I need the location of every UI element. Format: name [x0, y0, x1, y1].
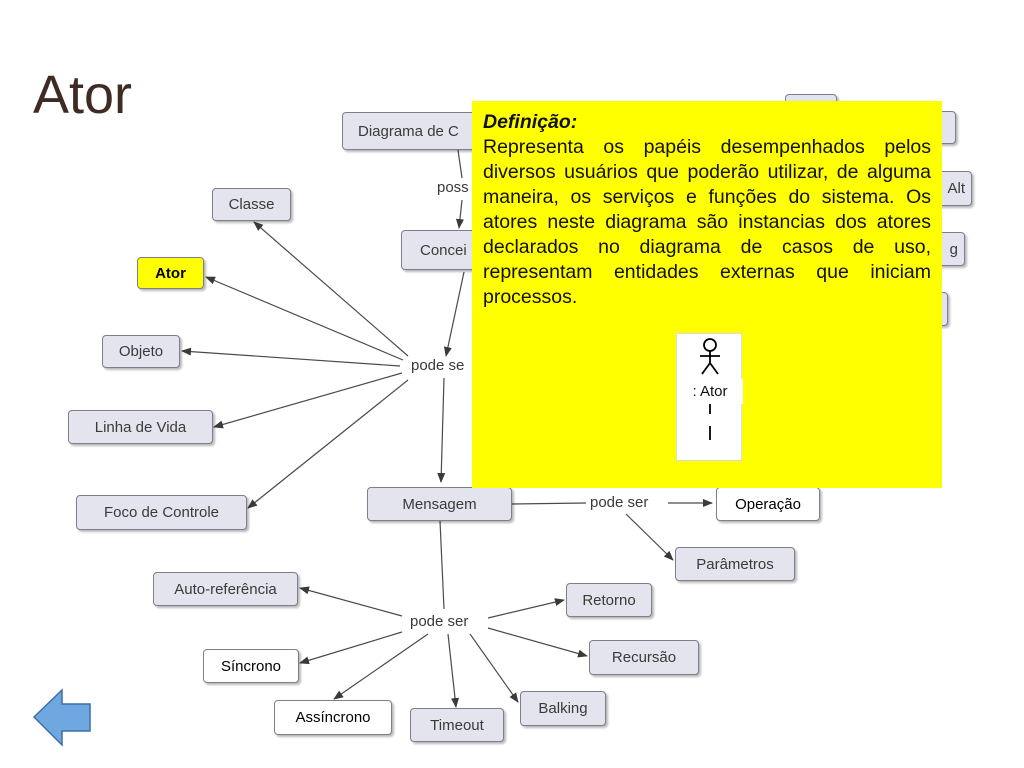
popup-body: Representa os papéis desempenhados pelos… — [483, 136, 931, 308]
edge-podeser3-sincrono — [299, 631, 403, 665]
node-balking[interactable]: Balking — [520, 691, 606, 726]
node-timeout[interactable]: Timeout — [410, 708, 504, 742]
edge-diagrama-possui — [457, 149, 463, 179]
node-mensagem[interactable]: Mensagem — [367, 487, 512, 521]
edge-podeser3-timeout — [447, 633, 459, 708]
label-pode-ser-2: pode ser — [588, 494, 651, 511]
label-pode-ser-3: pode ser — [408, 613, 471, 630]
edge-podeser3-retorno — [487, 598, 565, 619]
node-classe[interactable]: Classe — [212, 188, 291, 221]
label-possui: poss — [435, 179, 471, 196]
edge-mensagem-podeser3 — [439, 520, 445, 610]
edge-podeser-foco — [247, 379, 409, 509]
node-parametros[interactable]: Parâmetros — [675, 547, 795, 581]
edge-possui-conceito — [455, 199, 464, 229]
edge-podeser2-parametros — [625, 513, 674, 561]
edge-podeser-linhadevida — [213, 372, 403, 429]
actor-image: : Ator — [676, 333, 743, 461]
node-foco-de-controle[interactable]: Foco de Controle — [76, 495, 247, 530]
node-linha-de-vida[interactable]: Linha de Vida — [68, 410, 213, 444]
node-assincrono[interactable]: Assíncrono — [274, 700, 392, 735]
node-operacao[interactable]: Operação — [716, 487, 820, 521]
popup-heading: Definição: — [483, 111, 578, 133]
node-ator[interactable]: Ator — [137, 257, 204, 289]
edge-podeser-mensagem — [437, 377, 446, 483]
edge-podeser3-recursao — [487, 627, 588, 658]
left-arrow-icon[interactable] — [32, 688, 92, 748]
node-sincrono[interactable]: Síncrono — [203, 649, 299, 683]
edge-podeser-ator — [205, 276, 404, 361]
edge-podeser-classe — [253, 221, 409, 357]
definition-popup: Definição: Representa os papéis desempen… — [472, 101, 942, 488]
node-recursao[interactable]: Recursão — [589, 640, 699, 675]
edge-mensagem-podeser2 — [511, 502, 587, 505]
label-pode-ser-1: pode se — [409, 357, 467, 374]
actor-image-label: : Ator — [677, 379, 743, 404]
node-diagrama[interactable]: Diagrama de C — [342, 112, 484, 150]
edge-podeser-objeto — [181, 347, 401, 367]
slide-title: Ator — [33, 65, 133, 125]
node-retorno[interactable]: Retorno — [566, 583, 652, 617]
node-objeto[interactable]: Objeto — [102, 335, 180, 368]
edge-podeser3-balking — [469, 633, 519, 703]
node-auto-referencia[interactable]: Auto-referência — [153, 572, 298, 606]
edge-conceito-podeser — [443, 271, 465, 357]
edge-podeser3-autoref — [299, 586, 403, 617]
edge-podeser3-assincrono — [333, 633, 429, 700]
